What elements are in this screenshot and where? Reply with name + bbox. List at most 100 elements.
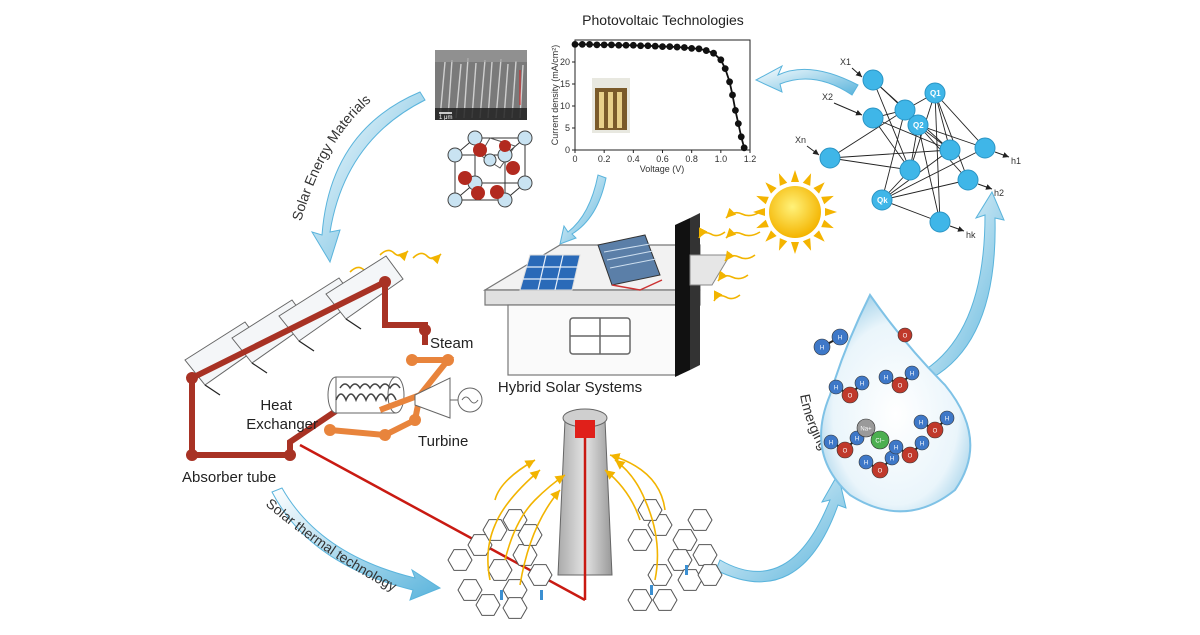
network-node xyxy=(819,147,841,169)
input-label: X2 xyxy=(822,92,833,102)
output-label: hk xyxy=(966,230,976,240)
tower-rays xyxy=(487,453,666,586)
trombe-wall xyxy=(675,213,731,377)
heliostat-post xyxy=(540,590,543,600)
sun-ray xyxy=(821,195,834,205)
x-tick-label: 1.2 xyxy=(744,154,757,164)
heliostat-field xyxy=(447,499,723,619)
heliostat-mirror xyxy=(502,597,528,619)
output-label: h1 xyxy=(1011,156,1021,166)
label-hybrid-solar-systems: Hybrid Solar Systems xyxy=(498,379,642,396)
atom-label: H xyxy=(855,437,859,443)
jv-point xyxy=(637,42,645,50)
jv-point xyxy=(729,91,736,99)
jv-point xyxy=(629,41,637,49)
solar-cell-photo xyxy=(592,78,630,133)
atom xyxy=(831,328,849,346)
network-node xyxy=(862,69,884,91)
atom-label: H xyxy=(829,441,833,447)
jv-point xyxy=(717,56,725,64)
jv-point xyxy=(702,47,710,54)
network-edge xyxy=(881,178,969,201)
atom-label: H xyxy=(920,442,924,448)
jv-points xyxy=(571,41,748,152)
y-tick-label: 5 xyxy=(565,123,570,133)
jv-point xyxy=(622,41,630,49)
heliostat-mirror xyxy=(647,564,673,586)
input-arrow xyxy=(851,67,863,78)
atom xyxy=(897,327,913,343)
heliostat-mirror xyxy=(627,529,653,551)
hidden-label: Q2 xyxy=(913,121,924,130)
input-label: X1 xyxy=(840,57,851,67)
network-node xyxy=(974,137,996,159)
solar-rays xyxy=(349,207,761,302)
pv-panel xyxy=(519,254,581,291)
atom-label: H xyxy=(820,346,824,352)
jv-point xyxy=(673,43,681,51)
jv-point xyxy=(615,41,623,49)
heliostat-mirror xyxy=(487,559,513,581)
atom xyxy=(841,386,859,404)
arrow-emerging-to-network xyxy=(924,190,1005,379)
sun-ray xyxy=(756,219,769,229)
jv-point xyxy=(710,49,717,57)
parabolic-trough xyxy=(184,255,431,461)
heliostat-mirror xyxy=(697,564,723,586)
label-steam: Steam xyxy=(430,335,473,352)
arrow-network-to-pv xyxy=(754,64,859,96)
atom xyxy=(854,375,870,391)
jv-curve xyxy=(575,43,746,149)
y-tick-label: 10 xyxy=(560,101,570,111)
atom-label: O xyxy=(848,394,853,400)
atom xyxy=(836,441,854,459)
heliostat-post xyxy=(650,585,653,595)
atom xyxy=(870,430,890,450)
network-node xyxy=(907,114,929,136)
atom xyxy=(891,376,909,394)
atom xyxy=(858,454,874,470)
jv-point xyxy=(651,42,659,50)
network-edge xyxy=(881,147,986,201)
output-arrow xyxy=(994,151,1010,158)
jv-point xyxy=(593,41,601,49)
label-exchanger: Exchanger xyxy=(246,416,318,433)
atom-label: H xyxy=(890,457,894,463)
sun-ray xyxy=(802,238,812,251)
sun-ray xyxy=(802,173,812,186)
arrow-materials-to-thermal xyxy=(310,91,426,264)
x-axis-label: Voltage (V) xyxy=(640,164,685,174)
atom xyxy=(914,435,930,451)
steam-joints xyxy=(324,354,454,441)
jv-point xyxy=(695,45,703,53)
jv-point xyxy=(688,44,696,52)
network-edge xyxy=(917,124,942,223)
hidden-label: Q1 xyxy=(930,89,941,98)
heliostat-post xyxy=(500,590,503,600)
atom xyxy=(901,446,919,464)
jv-point xyxy=(644,42,652,50)
arrow-thermal-to-tower xyxy=(271,487,442,601)
heliostat-mirror xyxy=(687,509,713,531)
sun-ray xyxy=(778,173,788,186)
heliostat-mirror xyxy=(447,549,473,571)
sun-ray xyxy=(791,170,799,182)
output-arrow xyxy=(949,225,965,232)
sun-ray xyxy=(765,182,777,194)
atom-label: H xyxy=(860,382,864,388)
cycle-arrows xyxy=(271,64,1005,601)
sun-ray xyxy=(813,182,825,194)
network-edge xyxy=(934,92,986,149)
atom-label: Cl− xyxy=(875,439,885,445)
sun-ray xyxy=(756,195,769,205)
y-tick-label: 0 xyxy=(565,145,570,155)
atom-label: O xyxy=(878,469,883,475)
atom xyxy=(926,421,944,439)
network-edge xyxy=(829,147,951,159)
output-label: h2 xyxy=(994,188,1004,198)
output-arrow xyxy=(977,183,993,190)
